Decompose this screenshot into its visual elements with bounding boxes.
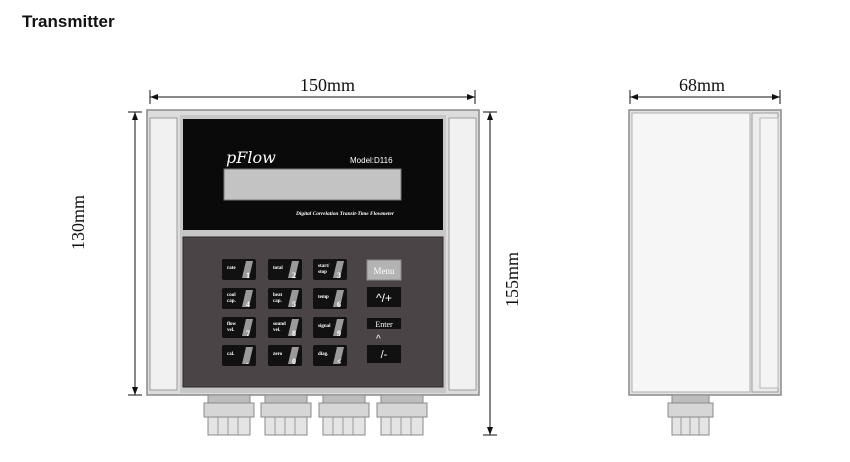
side-width-label: 68mm	[679, 75, 726, 95]
front-width-label: 150mm	[300, 75, 356, 95]
key-highlight	[288, 290, 299, 307]
key-digit: .	[246, 357, 248, 366]
dimension-arrows	[132, 94, 780, 435]
cable-glands	[203, 394, 428, 436]
up-plus-key-label: ^/+	[376, 291, 392, 305]
key-label: heat	[273, 293, 283, 298]
key-label-line2: cap.	[227, 299, 237, 304]
keypad-key: cal..	[222, 345, 256, 366]
key-highlight	[242, 261, 253, 278]
side-housing	[628, 109, 782, 396]
keypad-key: rate 1	[222, 259, 256, 280]
gland-part	[207, 394, 251, 404]
menu-key	[366, 259, 402, 281]
gland-part	[318, 402, 370, 418]
key-label: cool	[227, 293, 236, 298]
key-highlight	[288, 319, 299, 336]
key-label: start/	[318, 264, 330, 269]
key-label: signal	[318, 324, 331, 329]
key-highlight	[242, 290, 253, 307]
key-digit: 3	[337, 271, 341, 280]
gland-part	[203, 402, 255, 418]
key-digit: 0	[292, 357, 296, 366]
page-title: Transmitter	[22, 12, 115, 31]
gland-part	[322, 416, 366, 436]
key-label: total	[273, 266, 283, 271]
key-digit: 4	[246, 300, 250, 309]
key-digit: 7	[246, 329, 250, 338]
key-label: temp	[318, 295, 329, 300]
side-keys: Menu ^/+ Enter ^ /-	[366, 259, 402, 363]
up-plus-key	[367, 287, 401, 307]
key-highlight	[242, 347, 253, 364]
right-rail	[448, 117, 477, 391]
key-label-line2: vel.	[273, 328, 281, 333]
key-label: flow	[227, 322, 237, 327]
key-digit: 2	[292, 271, 296, 280]
keypad-key: temp 6	[313, 288, 347, 309]
caret-label: ^	[376, 334, 381, 345]
display-bezel	[183, 119, 443, 230]
cable-gland	[376, 394, 428, 436]
gland-part	[380, 394, 424, 404]
menu-key-label: Menu	[374, 266, 395, 276]
gland-part	[264, 416, 308, 436]
key-label: rate	[227, 266, 236, 271]
key-highlight	[333, 319, 344, 336]
key-digit: <	[337, 357, 342, 366]
key-label: diag.	[318, 352, 329, 357]
key-highlight	[333, 290, 344, 307]
gland-part	[322, 394, 366, 404]
keypad-key: start/stop 3	[313, 259, 347, 280]
key-highlight	[242, 319, 253, 336]
key-label: cal.	[227, 352, 235, 357]
gland-part	[207, 416, 251, 436]
gland-part	[264, 394, 308, 404]
device-description: Digital Correlation Transit-Time Flowmet…	[295, 211, 395, 217]
key-highlight	[333, 261, 344, 278]
minus-key-label: /-	[381, 349, 388, 361]
side-gland	[667, 394, 714, 436]
key-label: zero	[273, 352, 283, 357]
cable-gland	[260, 394, 312, 436]
model-label: Model:D116	[350, 156, 393, 165]
key-digit: 1	[246, 271, 250, 280]
key-digit: 8	[292, 329, 296, 338]
key-digit: 6	[337, 300, 341, 309]
lcd-screen	[223, 168, 402, 201]
gland-part	[260, 402, 312, 418]
cable-gland	[318, 394, 370, 436]
gland-part	[376, 402, 428, 418]
enter-key	[367, 318, 401, 329]
key-highlight	[288, 347, 299, 364]
key-label-line2: cap.	[273, 299, 283, 304]
key-highlight	[333, 347, 344, 364]
gland-part	[380, 416, 424, 436]
key-digit: 5	[292, 300, 296, 309]
keypad-key: diag. <	[313, 345, 347, 366]
cable-gland	[203, 394, 255, 436]
keypad-key: total 2	[268, 259, 302, 280]
minus-key	[367, 345, 401, 363]
keypad-key: zero 0	[268, 345, 302, 366]
keypad-key: signal 9	[313, 317, 347, 338]
key-label: sound	[273, 322, 286, 327]
left-rail	[149, 117, 178, 391]
enter-key-label: Enter	[375, 320, 393, 329]
key-highlight	[288, 261, 299, 278]
key-label-line2: vel.	[227, 328, 235, 333]
key-label-line2: stop	[318, 270, 327, 275]
key-digit: 9	[337, 329, 341, 338]
brand-logo: pFlow	[226, 148, 276, 167]
keypad-panel	[182, 236, 444, 388]
